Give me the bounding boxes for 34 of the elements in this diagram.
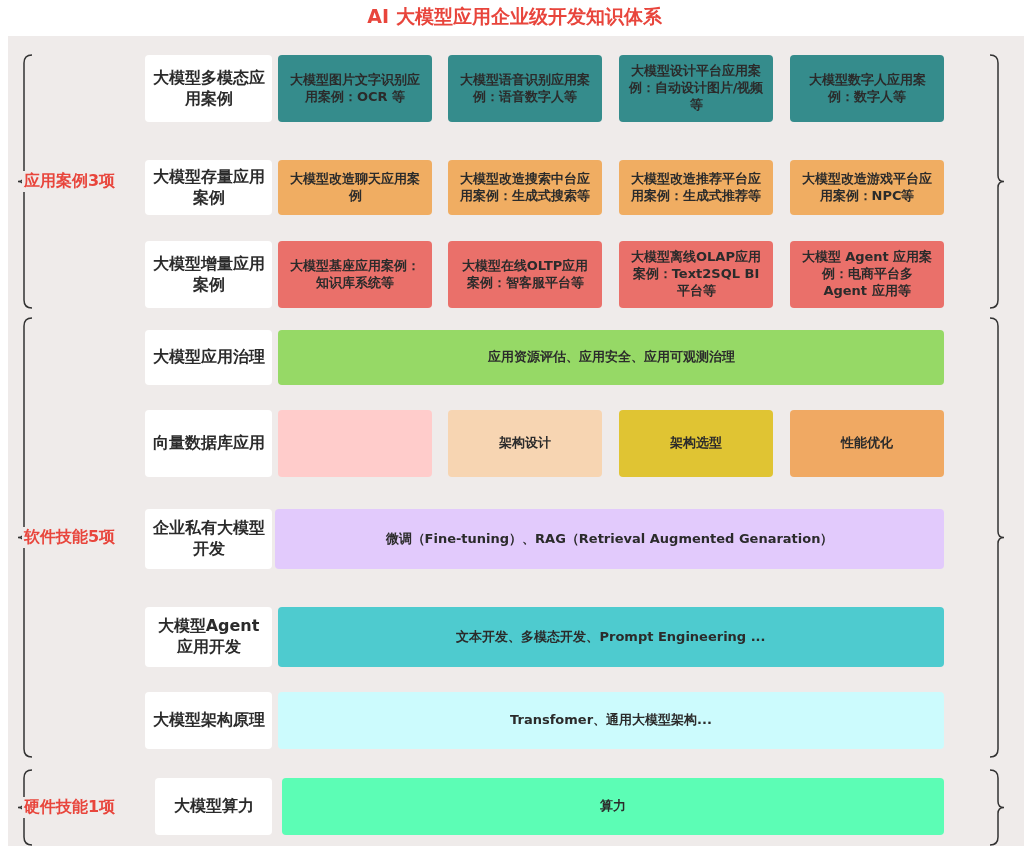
content-box: 大模型在线OLTP应用案例：智客服平台等 xyxy=(448,241,602,308)
section-label: 软件技能5项 xyxy=(22,526,118,548)
content-box: 文本开发、多模态开发、Prompt Engineering ... xyxy=(278,607,944,667)
content-box: 大模型语音识别应用案例：语音数字人等 xyxy=(448,55,602,122)
row-header: 大模型增量应用案例 xyxy=(145,241,272,308)
content-box: 大模型基座应用案例：知识库系统等 xyxy=(278,241,432,308)
content-box: 架构选型 xyxy=(619,410,773,477)
row-header: 大模型算力 xyxy=(155,778,272,835)
content-box: 大模型数字人应用案例：数字人等 xyxy=(790,55,944,122)
content-box: 架构设计 xyxy=(448,410,602,477)
row-header: 大模型应用治理 xyxy=(145,330,272,385)
content-box: 大模型离线OLAP应用案例：Text2SQL BI 平台等 xyxy=(619,241,773,308)
content-box: 大模型 Agent 应用案例：电商平台多 Agent 应用等 xyxy=(790,241,944,308)
content-box: 微调（Fine-tuning）、RAG（Retrieval Augmented Genaration） xyxy=(275,509,944,569)
content-box: 大模型改造推荐平台应用案例：生成式推荐等 xyxy=(619,160,773,215)
section-label: 硬件技能1项 xyxy=(22,796,118,818)
row-header: 大模型存量应用案例 xyxy=(145,160,272,215)
content-box: 大模型改造游戏平台应用案例：NPC等 xyxy=(790,160,944,215)
section-label: 应用案例3项 xyxy=(22,170,118,192)
content-box: Transfomer、通用大模型架构... xyxy=(278,692,944,749)
row-header: 向量数据库应用 xyxy=(145,410,272,477)
title: AI 大模型应用企业级开发知识体系 xyxy=(366,4,663,29)
row-header: 大模型多模态应用案例 xyxy=(145,55,272,122)
content-box: 大模型图片文字识别应用案例：OCR 等 xyxy=(278,55,432,122)
content-box: 大模型改造搜索中台应用案例：生成式搜索等 xyxy=(448,160,602,215)
content-box: 算力 xyxy=(282,778,944,835)
content-box: 性能优化 xyxy=(790,410,944,477)
row-header: 企业私有大模型开发 xyxy=(145,509,272,569)
row-header: 大模型架构原理 xyxy=(145,692,272,749)
row-header: 大模型Agent应用开发 xyxy=(145,607,272,667)
content-box: 大模型设计平台应用案例：自动设计图片/视频等 xyxy=(619,55,773,122)
content-box: 应用资源评估、应用安全、应用可观测治理 xyxy=(278,330,944,385)
content-box: 大模型改造聊天应用案例 xyxy=(278,160,432,215)
empty-box xyxy=(278,410,432,477)
